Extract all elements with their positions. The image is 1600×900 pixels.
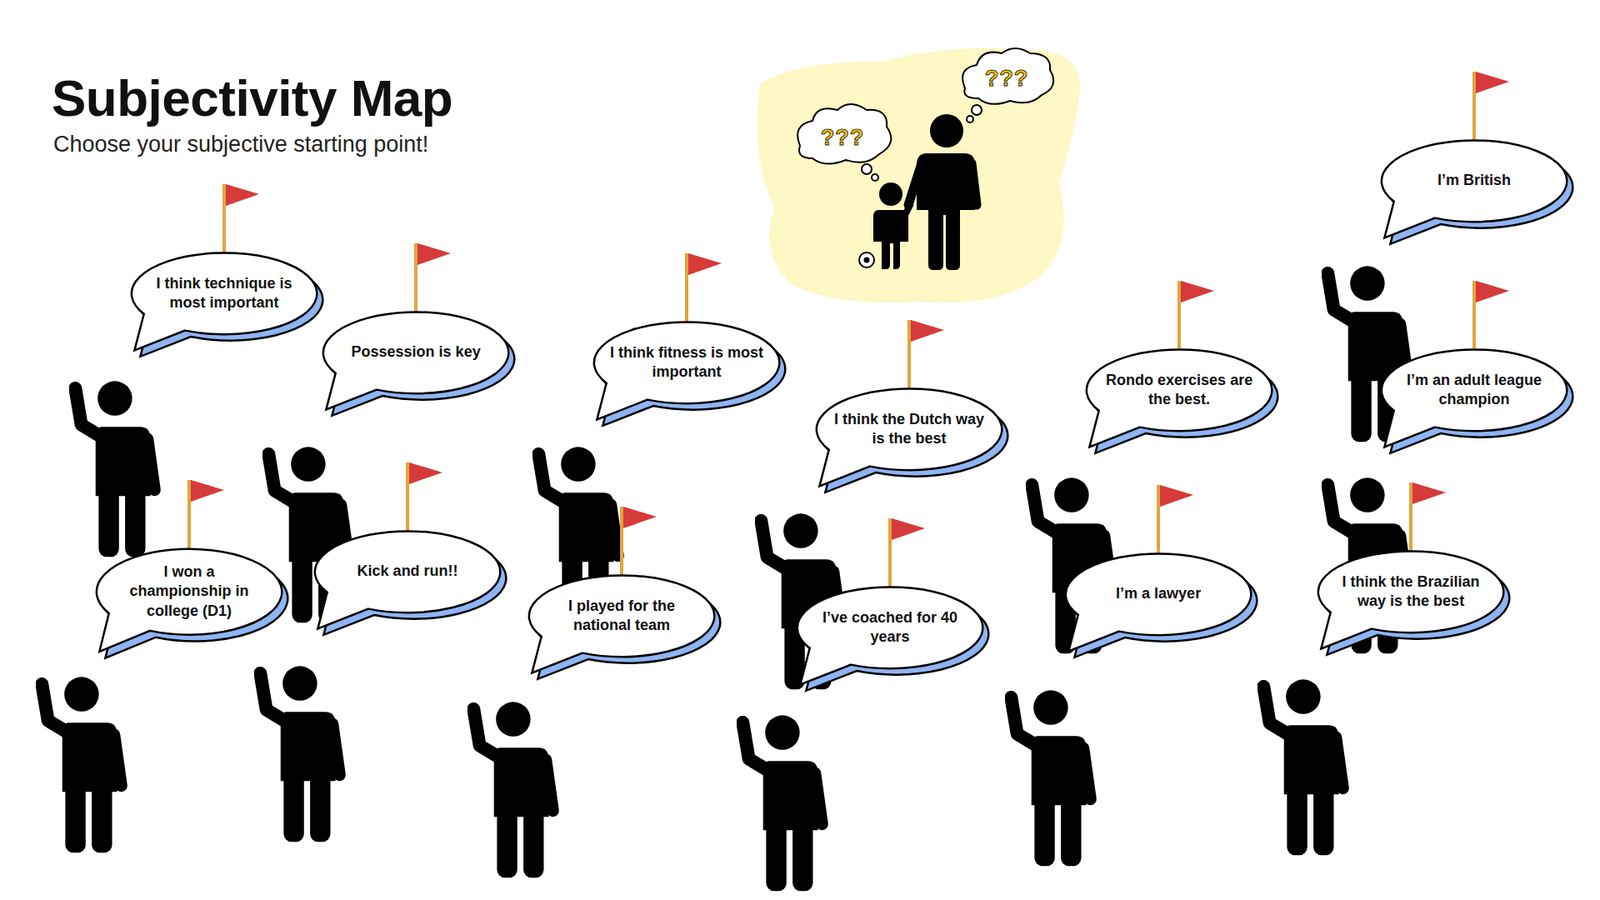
bubble-text: I’m British xyxy=(1396,170,1553,190)
bubble-text: I’m a lawyer xyxy=(1080,584,1237,604)
bubble-text: I think technique is most important xyxy=(146,274,303,314)
speech-bubble: I won a championship in college (D1) xyxy=(91,543,292,661)
speech-bubble: I think technique is most important xyxy=(126,247,327,360)
bubble-text: I think fitness is most important xyxy=(609,343,765,383)
question-marks: ??? xyxy=(985,65,1029,92)
bubble-text: Possession is key xyxy=(338,342,495,362)
bubble-text: I think the Brazilian way is the best xyxy=(1333,572,1490,612)
bubble-outline xyxy=(310,525,510,638)
question-marks: ??? xyxy=(820,125,865,151)
flag xyxy=(1471,279,1514,350)
speech-bubble: I played for the national team xyxy=(524,570,725,682)
speech-bubble: I’m British xyxy=(1376,135,1577,247)
flag xyxy=(1176,279,1219,350)
speech-bubble: I’m a lawyer xyxy=(1060,548,1261,660)
page-title: Subjectivity Map xyxy=(51,68,453,128)
bubble-text: I played for the national team xyxy=(544,596,700,636)
bubble-text: I’ve coached for 40 years xyxy=(812,608,969,648)
page-caption: Choose your subjective starting point! xyxy=(53,131,429,158)
bubble-text: I think the Dutch way is the best xyxy=(831,410,988,450)
bubble-outline xyxy=(318,306,519,419)
flag xyxy=(221,182,264,253)
flag xyxy=(413,241,455,312)
bubble-outline xyxy=(1060,548,1261,660)
speech-bubble: Kick and run!! xyxy=(310,525,510,638)
flag xyxy=(906,318,949,389)
speech-bubble: I’ve coached for 40 years xyxy=(792,581,993,694)
speech-bubble: Possession is key xyxy=(318,306,519,419)
flag xyxy=(186,478,229,549)
speech-bubble: I think the Brazilian way is the best xyxy=(1313,545,1514,658)
bubble-text: Kick and run!! xyxy=(330,561,486,581)
flag xyxy=(619,505,661,575)
speech-bubble: I think fitness is most important xyxy=(589,316,790,429)
flag xyxy=(1155,483,1198,554)
flag xyxy=(405,460,447,531)
flag xyxy=(887,516,930,587)
flag xyxy=(684,251,726,322)
speech-bubble: Rondo exercises are the best. xyxy=(1081,344,1282,456)
bubble-text: I won a championship in college (D1) xyxy=(111,562,268,621)
bubble-text: Rondo exercises are the best. xyxy=(1101,370,1258,410)
bubble-outline xyxy=(1376,135,1577,247)
speech-bubble: I think the Dutch way is the best xyxy=(811,383,1012,495)
parent-child-illustration xyxy=(757,48,1081,303)
bubble-text: I’m an adult league champion xyxy=(1396,370,1553,410)
people xyxy=(41,265,1407,891)
flag xyxy=(1471,70,1514,140)
speech-bubble: I’m an adult league champion xyxy=(1376,344,1577,456)
flag xyxy=(1408,480,1450,551)
